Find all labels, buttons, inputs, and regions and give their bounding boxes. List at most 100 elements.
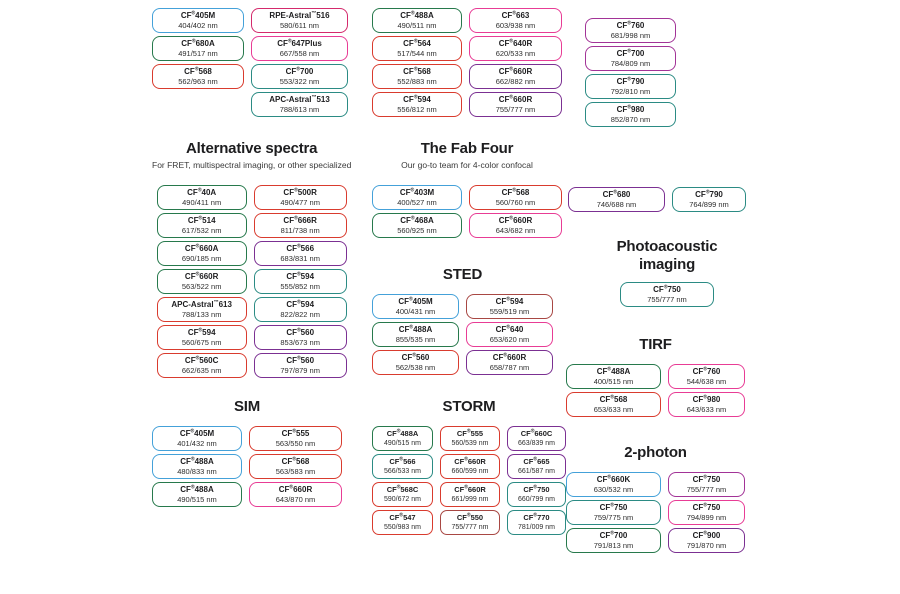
dye-name: CF®555 <box>456 428 484 439</box>
dye-name: CF®660R <box>498 94 533 105</box>
dye-wavelengths: 517/544 nm <box>397 48 437 58</box>
dye-wavelengths: 552/883 nm <box>397 76 437 86</box>
dye-name: CF®568 <box>281 456 310 467</box>
dye-wavelengths: 404/402 nm <box>178 20 218 30</box>
dye-wavelengths: 667/558 nm <box>279 48 320 58</box>
dye-name: CF®566 <box>389 456 416 467</box>
dye-name: CF®555 <box>281 428 310 439</box>
dye-wavelengths: 562/538 nm <box>395 362 436 372</box>
dye-name: CF®640R <box>498 38 533 49</box>
dye-name: RPE-Astral™516 <box>269 10 330 21</box>
dye-wavelengths: 590/672 nm <box>384 495 421 503</box>
dye-wavelengths: 855/535 nm <box>395 334 436 344</box>
dye-wavelengths: 794/899 nm <box>686 512 727 522</box>
dye-wavelengths: 562/963 nm <box>178 76 218 86</box>
dye-name: CF®568C <box>386 484 419 495</box>
dye-name: CF®660A <box>184 243 219 254</box>
section-title: STED <box>442 266 483 283</box>
dye-wavelengths: 620/533 nm <box>495 48 536 58</box>
dye-wavelengths: 560/539 nm <box>451 439 489 447</box>
dye-name: CF®560 <box>286 327 315 338</box>
dye-wavelengths: 764/899 nm <box>689 199 729 209</box>
dye-wavelengths: 653/633 nm <box>593 404 634 414</box>
dye-name: CF®40A <box>187 187 217 198</box>
dye-name: CF®568 <box>403 66 431 77</box>
dye-name: CF®488A <box>386 428 419 439</box>
dye-name: CF®568 <box>501 187 530 198</box>
dye-wavelengths: 660/599 nm <box>451 467 489 475</box>
dye-name: CF®468A <box>400 215 434 226</box>
dye-wavelengths: 788/613 nm <box>279 104 320 114</box>
dye-wavelengths: 853/673 nm <box>280 337 320 347</box>
dye-wavelengths: 759/775 nm <box>593 512 634 522</box>
dye-wavelengths: 746/688 nm <box>596 199 637 209</box>
dye-name: CF®660R <box>492 352 527 363</box>
dye-wavelengths: 643/682 nm <box>495 225 536 235</box>
dye-name: CF®488A <box>180 484 214 495</box>
dye-wavelengths: 791/813 nm <box>593 540 634 550</box>
dye-wavelengths: 603/938 nm <box>495 20 536 30</box>
dye-wavelengths: 784/809 nm <box>610 58 651 68</box>
dye-name: CF®660R <box>184 271 219 282</box>
dye-name: CF®770 <box>523 512 550 523</box>
dye-name: CF®488A <box>398 324 433 335</box>
dye-wavelengths: 490/477 nm <box>280 197 320 207</box>
dye-wavelengths: 662/882 nm <box>495 76 536 86</box>
section-title: Photoacoustic imaging <box>616 238 718 273</box>
dye-name: APC-Astral™513 <box>269 94 330 105</box>
dye-wavelengths: 681/998 nm <box>610 30 651 40</box>
dye-name: CF®514 <box>187 215 216 226</box>
